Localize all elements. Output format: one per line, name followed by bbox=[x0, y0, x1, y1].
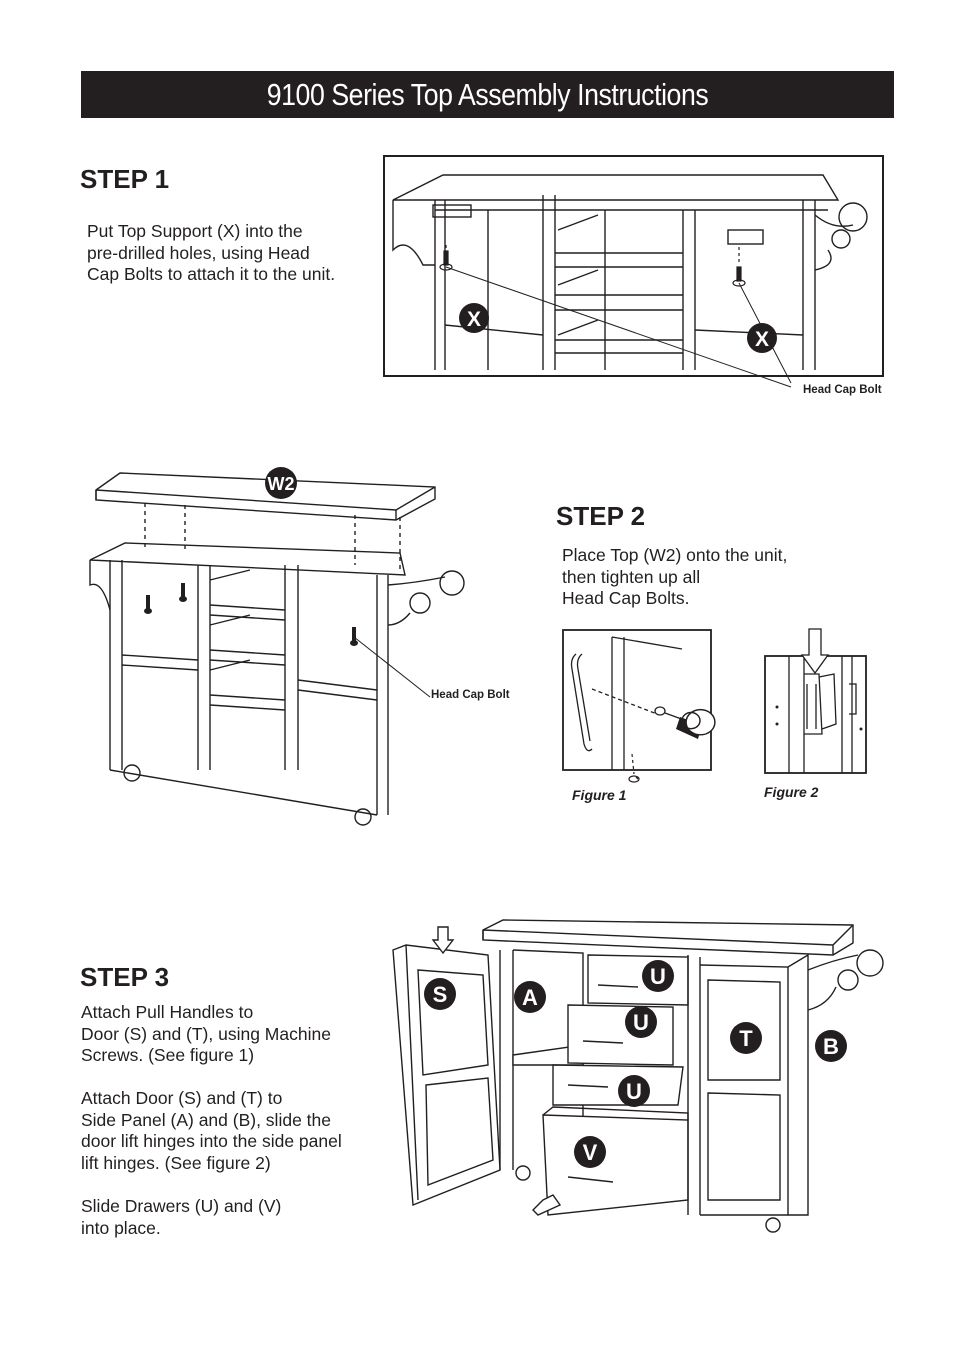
step1-heading: STEP 1 bbox=[80, 164, 170, 194]
svg-text:U: U bbox=[633, 1010, 649, 1035]
part-t-marker: T bbox=[730, 1022, 762, 1054]
step1-illustration: X X bbox=[383, 155, 884, 388]
step3-illustration: S A U U U T B V bbox=[392, 919, 884, 1233]
page-title: 9100 Series Top Assembly Instructions bbox=[266, 77, 709, 112]
step3-heading: STEP 3 bbox=[80, 962, 170, 992]
title-banner: 9100 Series Top Assembly Instructions bbox=[81, 71, 894, 118]
part-b-marker: B bbox=[815, 1030, 847, 1062]
figure2-illustration bbox=[764, 628, 867, 774]
step2-illustration: W2 bbox=[89, 467, 465, 826]
svg-text:V: V bbox=[583, 1140, 598, 1165]
part-x-marker-left: X bbox=[459, 303, 489, 333]
step1-instructions: Put Top Support (X) into the pre-drilled… bbox=[87, 221, 336, 284]
figure2-caption: Figure 2 bbox=[764, 784, 819, 800]
figure1-illustration bbox=[562, 629, 716, 783]
part-v-marker: V bbox=[574, 1136, 606, 1168]
svg-text:U: U bbox=[626, 1079, 642, 1104]
part-w2-marker: W2 bbox=[265, 467, 297, 499]
step3-paragraph-3: Slide Drawers (U) and (V) into place. bbox=[81, 1196, 282, 1238]
step1-head-cap-bolt-callout: Head Cap Bolt bbox=[803, 384, 882, 396]
svg-text:A: A bbox=[522, 985, 538, 1010]
part-x-marker-right: X bbox=[747, 323, 777, 353]
part-u-marker-middle: U bbox=[625, 1006, 657, 1038]
step3-paragraph-2: Attach Door (S) and (T) to Side Panel (A… bbox=[81, 1088, 342, 1173]
part-s-marker: S bbox=[424, 978, 456, 1010]
step2-instructions: Place Top (W2) onto the unit, then tight… bbox=[562, 545, 788, 608]
svg-text:X: X bbox=[755, 328, 769, 351]
part-a-marker: A bbox=[514, 981, 546, 1013]
svg-text:S: S bbox=[433, 982, 448, 1007]
step2-head-cap-bolt-callout: Head Cap Bolt bbox=[431, 689, 510, 701]
part-u-marker-top: U bbox=[642, 960, 674, 992]
step2-heading: STEP 2 bbox=[556, 501, 646, 531]
figure1-caption: Figure 1 bbox=[572, 787, 627, 803]
svg-text:W2: W2 bbox=[268, 474, 295, 494]
step3-paragraph-1: Attach Pull Handles to Door (S) and (T),… bbox=[81, 1002, 331, 1065]
part-u-marker-bottom: U bbox=[618, 1075, 650, 1107]
svg-text:X: X bbox=[467, 308, 481, 331]
svg-text:B: B bbox=[823, 1034, 839, 1059]
svg-text:U: U bbox=[650, 964, 666, 989]
svg-text:T: T bbox=[739, 1026, 753, 1051]
